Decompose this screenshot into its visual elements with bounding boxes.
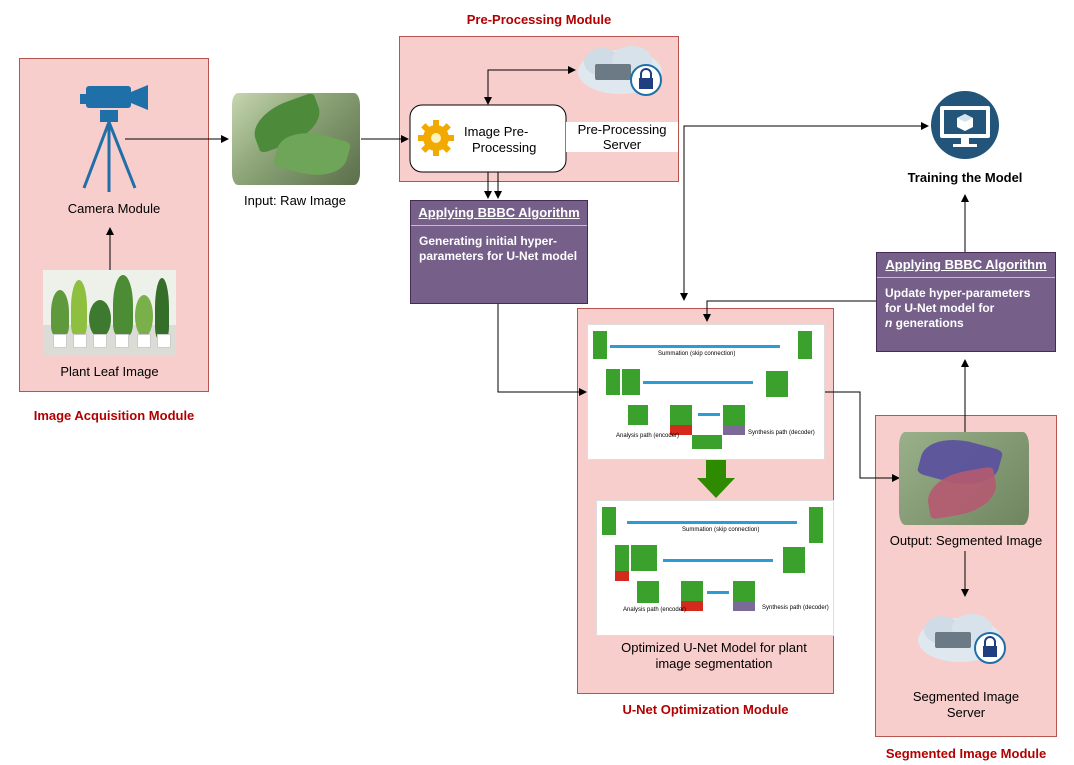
- optimized-unet-label-2: image segmentation: [655, 656, 773, 671]
- image-pre-label-2: Processing: [472, 140, 537, 155]
- pre-server-label-2: Server: [566, 137, 678, 152]
- bbbc-initial-title: Applying BBBC Algorithm: [411, 201, 587, 226]
- unet-diagram-optimized: Summation (skip connection) Analysis pat…: [596, 500, 834, 636]
- skip-connection-label-2: Summation (skip connection): [682, 527, 760, 533]
- segmented-module-title: Segmented Image Module: [885, 746, 1047, 761]
- gear-icon: [418, 120, 454, 156]
- pre-server-label-1: Pre-Processing: [566, 122, 678, 137]
- synthesis-path-label-2: Synthesis path (decoder): [762, 605, 829, 611]
- bbbc-update-line1: Update hyper-parameters: [885, 286, 1031, 300]
- optimized-unet-label-1: Optimized U-Net Model for plant: [621, 640, 807, 655]
- pre-processing-title: Pre-Processing Module: [466, 12, 612, 27]
- image-acquisition-title: Image Acquisition Module: [33, 408, 195, 423]
- bbbc-update-line3: generations: [892, 316, 964, 330]
- bbbc-initial-box: Applying BBBC Algorithm Generating initi…: [410, 200, 588, 304]
- arrow-bbbc-to-unet: [497, 304, 587, 396]
- seg-server-label-2: Server: [946, 705, 986, 720]
- bbbc-update-n: n: [885, 316, 893, 330]
- unet-diagram-initial: Summation (skip connection) Analysis pat…: [587, 324, 825, 460]
- bbbc-update-box: Applying BBBC Algorithm Update hyper-par…: [876, 252, 1056, 352]
- video-camera-icon: [80, 85, 148, 192]
- plant-leaf-photo: [43, 270, 176, 356]
- raw-leaf-photo: [232, 93, 360, 185]
- monitor-cube-icon: [931, 91, 999, 159]
- raw-image-label: Input: Raw Image: [244, 193, 346, 208]
- segmented-output-photo: [899, 432, 1029, 525]
- cloud-lock-server-icon: [578, 46, 662, 96]
- skip-connection-label: Summation (skip connection): [658, 351, 736, 357]
- image-pre-label-1: Image Pre-: [464, 124, 529, 139]
- bbbc-update-line2: for U-Net model for: [885, 301, 995, 315]
- down-arrow-icon: [697, 457, 735, 498]
- output-segmented-label: Output: Segmented Image: [889, 533, 1043, 548]
- arrow-unet-to-output: [824, 391, 900, 482]
- camera-module-label: Camera Module: [67, 201, 161, 216]
- bbbc-update-title: Applying BBBC Algorithm: [877, 253, 1055, 278]
- arrow-preproc-to-server: [487, 66, 576, 104]
- arrow-bbbc-right-to-unet: [703, 300, 876, 322]
- seg-server-label-1: Segmented Image: [912, 689, 1020, 704]
- analysis-path-label: Analysis path (encoder): [616, 433, 680, 439]
- bbbc-initial-line1: Generating initial hyper-: [419, 234, 558, 248]
- plant-leaf-label: Plant Leaf Image: [60, 364, 159, 379]
- training-label: Training the Model: [907, 170, 1023, 185]
- synthesis-path-label: Synthesis path (decoder): [748, 430, 815, 436]
- bbbc-initial-line2: parameters for U-Net model: [419, 249, 578, 263]
- cloud-lock-server-icon-2: [918, 614, 1006, 664]
- analysis-path-label-2: Analysis path (encoder): [623, 607, 687, 613]
- unet-optimization-title: U-Net Optimization Module: [622, 702, 789, 717]
